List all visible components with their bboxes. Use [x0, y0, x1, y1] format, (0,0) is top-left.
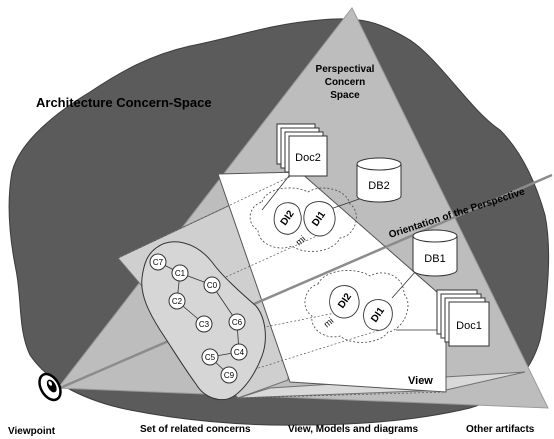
- concern-node: [201, 348, 219, 366]
- concern-labels: C7 C1 C0 C2 C3 C6 C4 C5 C9: [153, 258, 245, 380]
- concern-node: [220, 366, 238, 384]
- concern-node: [230, 343, 248, 361]
- doc1-icon: [436, 289, 490, 347]
- concern-node: [195, 315, 213, 333]
- concern-node: [228, 313, 246, 331]
- orientation-line: [59, 173, 553, 390]
- view-cloud-top: [249, 187, 357, 252]
- svg-text:Concern: Concern: [325, 77, 366, 88]
- concern-label: C9: [224, 371, 235, 380]
- concern-nodes: [149, 253, 248, 384]
- db2-icon: [356, 157, 402, 203]
- concern-label: C1: [175, 269, 186, 278]
- view-label: View: [408, 375, 433, 387]
- db1-label: DB1: [424, 253, 445, 265]
- concern-label: C0: [207, 281, 218, 290]
- concern-label: C6: [232, 318, 243, 327]
- models-label: View, Models and diagrams: [288, 424, 418, 435]
- concern-label: C4: [234, 348, 245, 357]
- concern-node: [171, 264, 189, 282]
- concern-label: C5: [205, 353, 216, 362]
- perspectival-space-label: Perspectival Concern Space: [316, 64, 375, 101]
- concern-space-title: Architecture Concern-Space: [36, 95, 212, 110]
- db1-icon: [412, 229, 458, 277]
- svg-text:Space: Space: [330, 90, 360, 101]
- view-cloud-bottom: [304, 270, 409, 343]
- di1-shape-bottom: [363, 299, 393, 331]
- di1-shape-top: [303, 201, 336, 237]
- concern-label: C3: [199, 320, 210, 329]
- doc2-label: Doc2: [295, 152, 321, 164]
- di2-shape-top: [273, 202, 302, 235]
- concern-node: [203, 276, 221, 294]
- svg-text:Perspectival: Perspectival: [316, 64, 375, 75]
- eye-icon: [38, 372, 62, 402]
- other-artifacts-label: Other artifacts: [466, 424, 535, 435]
- doc2-icon: [276, 123, 328, 177]
- db2-label: DB2: [368, 180, 389, 192]
- concern-node: [149, 253, 167, 271]
- concern-label: C7: [153, 258, 164, 267]
- bottom-labels: Viewpoint Set of related concerns View, …: [8, 424, 535, 437]
- viewpoint-label: Viewpoint: [8, 426, 56, 437]
- related-concerns-label: Set of related concerns: [140, 424, 251, 435]
- doc1-label: Doc1: [456, 320, 482, 332]
- di2-shape-bottom: [329, 285, 360, 319]
- concern-node: [168, 292, 186, 310]
- concern-label: C2: [172, 297, 183, 306]
